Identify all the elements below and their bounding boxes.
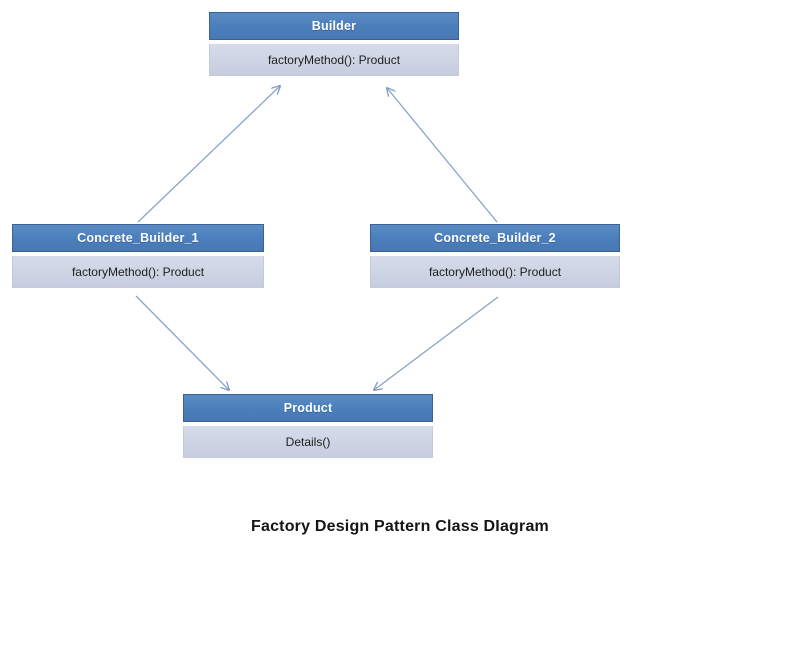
class-box-builder[interactable]: Builder factoryMethod(): Product bbox=[209, 12, 459, 76]
class-member-concrete-builder-2-0: factoryMethod(): Product bbox=[370, 256, 620, 288]
connector-concrete-builder-1-to-product bbox=[135, 295, 229, 390]
class-name-product: Product bbox=[183, 394, 433, 422]
connector-concrete-builder-2-to-product bbox=[374, 296, 499, 390]
class-box-product[interactable]: Product Details() bbox=[183, 394, 433, 458]
class-box-concrete-builder-2[interactable]: Concrete_Builder_2 factoryMethod(): Prod… bbox=[370, 224, 620, 288]
class-member-concrete-builder-1-0: factoryMethod(): Product bbox=[12, 256, 264, 288]
class-box-concrete-builder-1[interactable]: Concrete_Builder_1 factoryMethod(): Prod… bbox=[12, 224, 264, 288]
class-member-product-0: Details() bbox=[183, 426, 433, 458]
class-name-concrete-builder-2: Concrete_Builder_2 bbox=[370, 224, 620, 252]
diagram-caption: Factory Design Pattern Class DIagram bbox=[251, 518, 549, 535]
connector-concrete-builder-2-to-builder bbox=[387, 88, 498, 223]
class-member-builder-0: factoryMethod(): Product bbox=[209, 44, 459, 76]
connector-concrete-builder-1-to-builder bbox=[137, 86, 280, 223]
class-name-builder: Builder bbox=[209, 12, 459, 40]
class-name-concrete-builder-1: Concrete_Builder_1 bbox=[12, 224, 264, 252]
